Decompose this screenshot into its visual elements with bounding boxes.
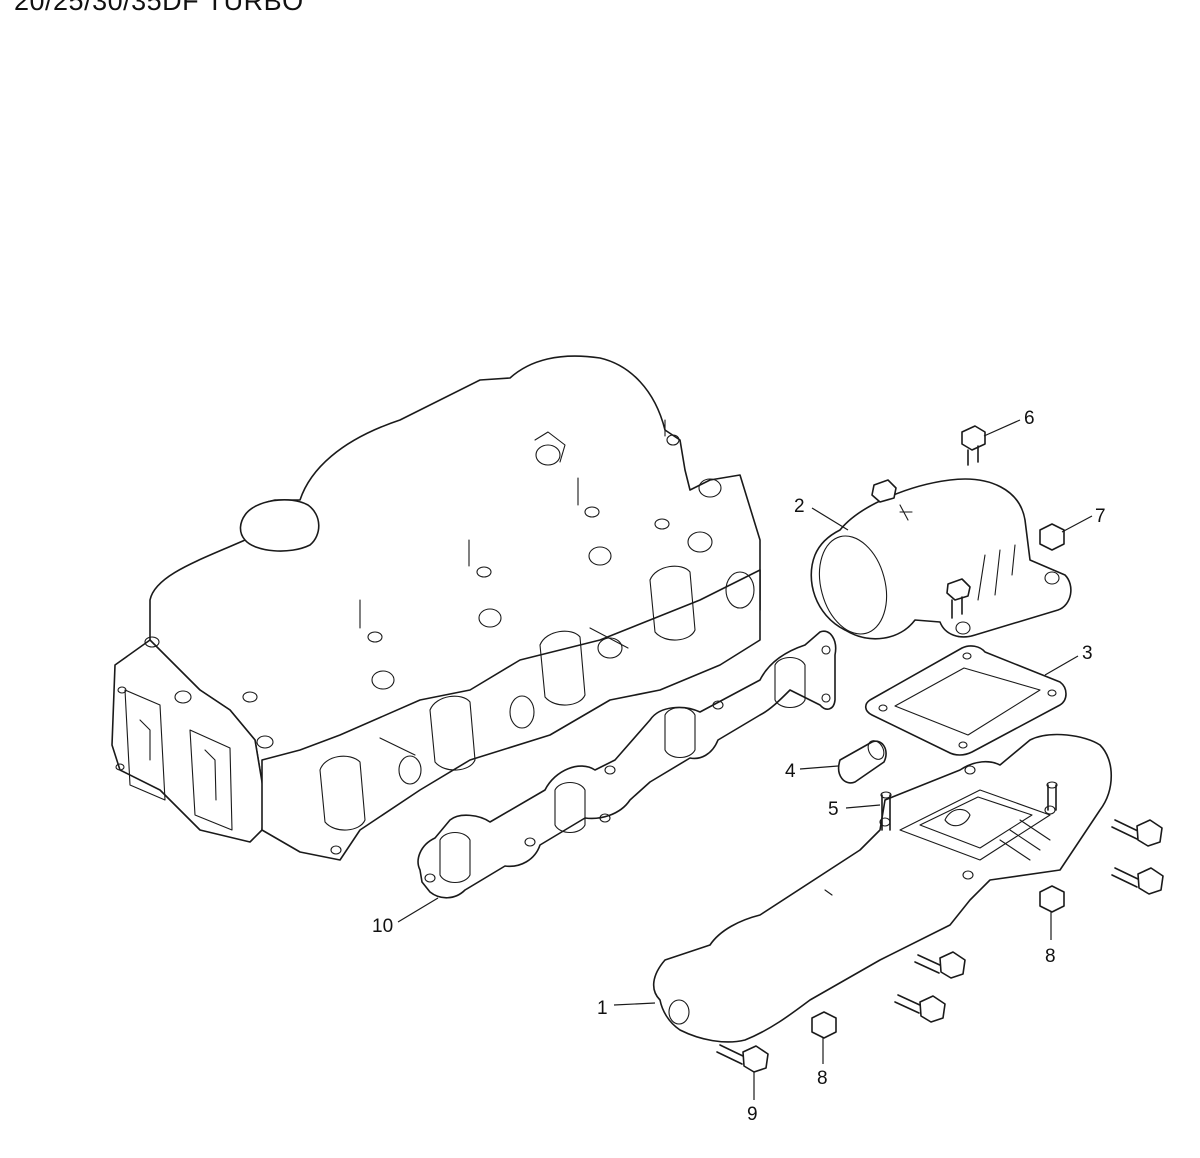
callout-3: 3	[1082, 643, 1093, 664]
callout-9: 9	[747, 1104, 758, 1125]
manifold-gasket	[417, 630, 837, 899]
callout-5: 5	[828, 799, 839, 820]
flange-gasket	[864, 645, 1067, 756]
callout-8-upper: 8	[1045, 946, 1056, 967]
turbo-elbow	[810, 478, 1072, 640]
callout-2: 2	[794, 496, 805, 517]
exhaust-manifold	[652, 733, 1112, 1043]
callout-1: 1	[597, 998, 608, 1019]
callout-4: 4	[785, 761, 796, 782]
callout-leaders	[397, 419, 1093, 1100]
pipe-spacer	[837, 740, 887, 784]
callout-numbers: 1 2 3 4 5 6 7 8 8 9 10	[372, 408, 1106, 1125]
cylinder-head-assembly	[111, 355, 761, 861]
callout-7: 7	[1095, 506, 1106, 527]
hex-bolts	[716, 425, 1164, 1073]
page-title: 20/25/30/35DF TURBO	[14, 0, 304, 16]
callout-10: 10	[372, 916, 393, 937]
callout-8-lower: 8	[817, 1068, 828, 1089]
oil-filler-cap	[239, 499, 320, 552]
callout-6: 6	[1024, 408, 1035, 429]
